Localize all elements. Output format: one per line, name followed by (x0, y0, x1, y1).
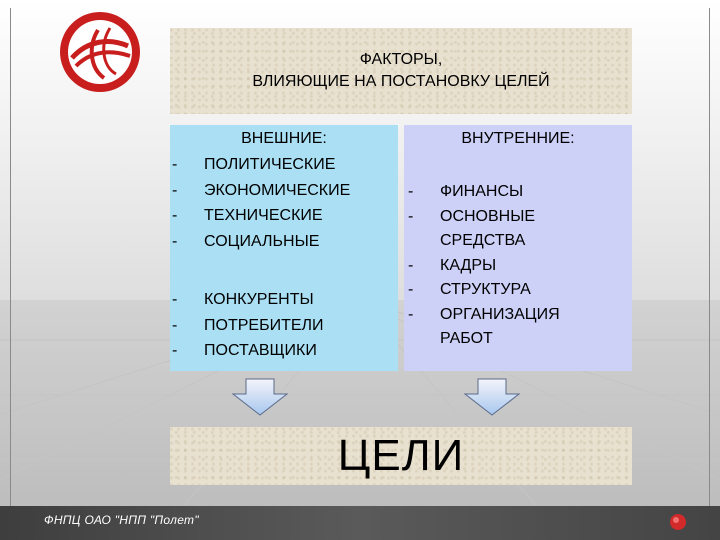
dash-bullet: - (172, 232, 178, 250)
list-item: -СТРУКТУРА (408, 278, 560, 303)
list-item: -СОЦИАЛЬНЫЕ (172, 229, 350, 255)
frame-line-left (10, 8, 11, 506)
dash-bullet: - (408, 207, 414, 225)
internal-factors-list: -ФИНАНСЫ -ОСНОВНЫЕ СРЕДСТВА -КАДРЫ -СТРУ… (408, 180, 560, 352)
list-item: -ПОТРЕБИТЕЛИ (172, 313, 324, 339)
external-factors-list-2: -КОНКУРЕНТЫ -ПОТРЕБИТЕЛИ -ПОСТАВЩИКИ (172, 287, 324, 364)
internal-factors-panel (404, 125, 632, 371)
list-item: -ТЕХНИЧЕСКИЕ (172, 203, 350, 229)
dash-bullet: - (408, 305, 414, 323)
dash-bullet: - (172, 156, 178, 173)
dash-bullet: - (408, 281, 414, 298)
dash-bullet: - (172, 316, 178, 334)
list-item: -ПОСТАВЩИКИ (172, 338, 324, 364)
title-line-2: ВЛИЯЮЩИЕ НА ПОСТАНОВКУ ЦЕЛЕЙ (252, 73, 550, 90)
company-logo-icon (60, 12, 140, 92)
dash-bullet: - (172, 181, 178, 199)
down-arrow-icon (232, 378, 288, 416)
dash-bullet: - (172, 342, 178, 359)
title-line-1: ФАКТОРЫ, (359, 51, 443, 68)
external-heading: ВНЕШНИЕ: (241, 130, 327, 147)
footer-company-name: ФНПЦ ОАО "НПП "Полет" (44, 513, 199, 527)
list-item: -КАДРЫ (408, 254, 560, 279)
external-factors-list-1: -ПОЛИТИЧЕСКИЕ -ЭКОНОМИЧЕСКИЕ -ТЕХНИЧЕСКИ… (172, 152, 350, 254)
list-item: -ОСНОВНЫЕ (408, 205, 560, 230)
dash-bullet: - (172, 291, 178, 308)
dash-bullet: - (408, 183, 414, 200)
list-item: -ФИНАНСЫ (408, 180, 560, 205)
dash-bullet: - (408, 256, 414, 274)
list-item: -КОНКУРЕНТЫ (172, 287, 324, 313)
external-factors-panel (170, 125, 398, 371)
frame-line-right (709, 8, 710, 506)
list-item: -ПОЛИТИЧЕСКИЕ (172, 152, 350, 178)
internal-heading: ВНУТРЕННИЕ: (461, 130, 575, 147)
list-item-continuation: РАБОТ (440, 330, 493, 347)
goals-box: ЦЕЛИ (170, 427, 632, 485)
goals-label: ЦЕЛИ (337, 431, 465, 480)
title-box: ФАКТОРЫ, ВЛИЯЮЩИЕ НА ПОСТАНОВКУ ЦЕЛЕЙ (170, 28, 632, 114)
footer-dot-icon (670, 514, 686, 530)
dash-bullet: - (172, 207, 178, 224)
list-item: -ОРГАНИЗАЦИЯ (408, 303, 560, 328)
down-arrow-icon (464, 378, 520, 416)
list-item: -ЭКОНОМИЧЕСКИЕ (172, 178, 350, 204)
list-item-continuation: СРЕДСТВА (440, 232, 526, 249)
footer-bar (0, 506, 720, 540)
